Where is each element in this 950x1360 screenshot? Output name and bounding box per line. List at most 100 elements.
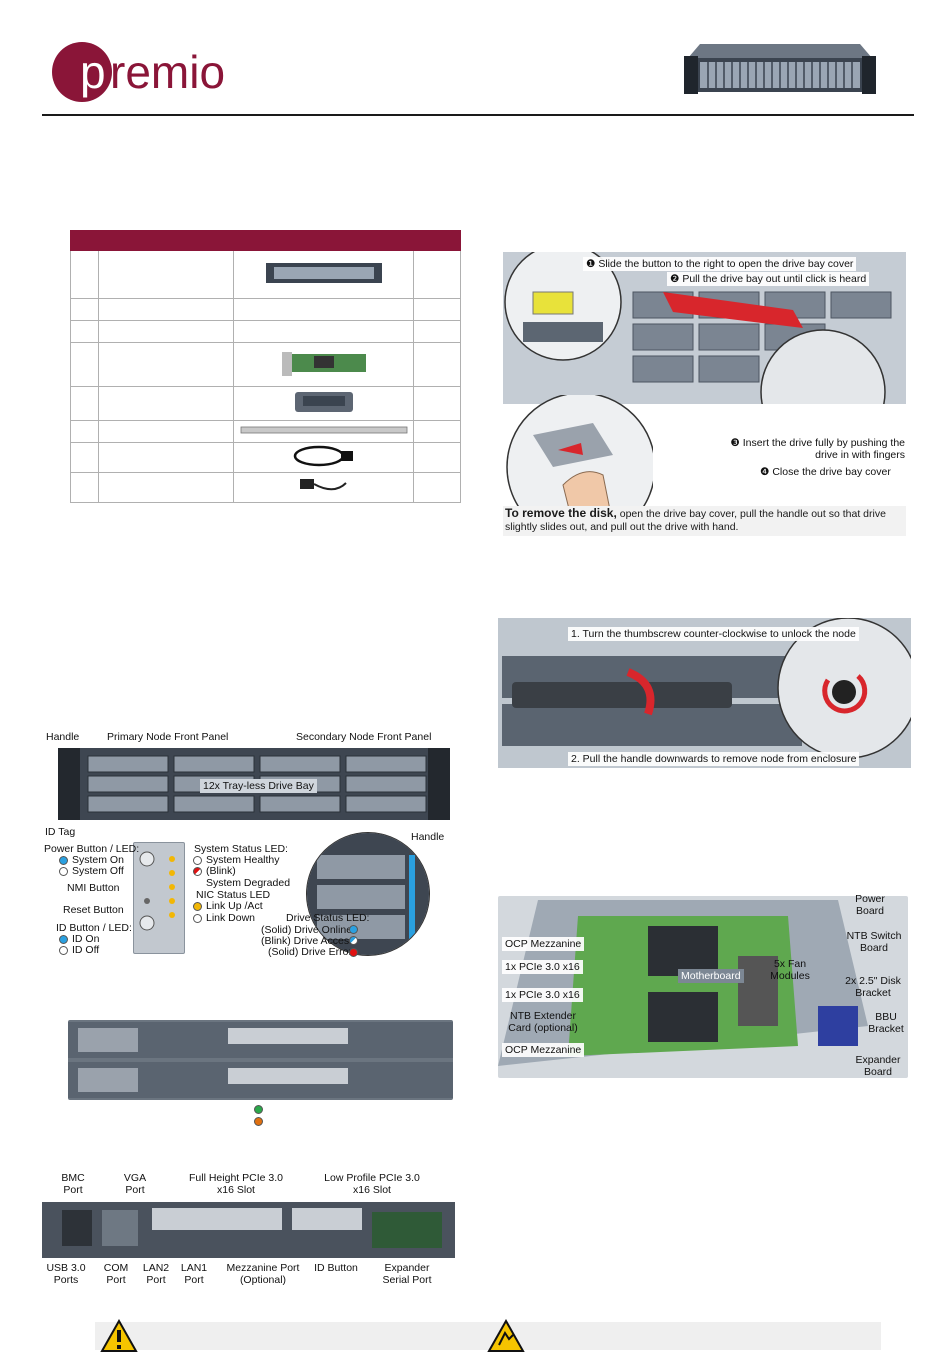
handle-right-label: Handle [411,831,445,843]
node-removal-illustration [498,617,919,768]
lan2-port-label: LAN2 Port [142,1262,170,1286]
pcie-slot-2-label: 1x PCIe 3.0 x16 [502,988,583,1002]
id-on-label: ID On [72,933,100,945]
blink-label: (Blink) [206,865,236,877]
table-header-cell [97,230,235,251]
svg-text:p: p [80,46,106,98]
full-height-slot-label: Full Height PCIe 3.0 x16 Slot [189,1172,283,1196]
package-contents-table [70,230,461,503]
link-down-label: Link Down [206,912,256,924]
warning-icon [100,1319,138,1352]
drive-step4-text: Close the drive bay cover [772,466,891,478]
table-row [70,342,461,387]
table-row [70,386,461,421]
power-board-label: Power Board [855,893,885,917]
system-on-label: System On [72,854,124,866]
table-row [70,442,461,473]
drive-removal-text: open the drive bay cover, pull the handl… [505,508,886,533]
power-cord-thumbnail [293,445,353,467]
table-row [70,298,461,321]
internal-layout-drawing [498,900,868,1066]
disk-bracket-label: 2x 2.5" Disk Bracket [845,975,901,999]
serial-cable-thumbnail [299,479,347,491]
drive-step4-caption: ❹ Close the drive bay cover [760,466,891,478]
ocp-mezzanine-2-label: OCP Mezzanine [502,1043,585,1057]
lan1-port-label: LAN1 Port [180,1262,208,1286]
node-step1-caption: 1. Turn the thumbscrew counter-clockwise… [568,627,859,641]
drive-error-led [349,948,358,957]
system-degraded-label: System Degraded [206,877,291,889]
mezzanine-port-label: Mezzanine Port (Optional) [226,1262,300,1286]
id-off-led [59,946,68,955]
id-on-led [59,935,68,944]
server-thumbnail [265,263,382,283]
rear-panel-drawing [42,1202,455,1258]
rail-thumbnail [240,426,408,434]
drive-status-zoom [306,832,430,956]
module-thumbnail [294,392,353,412]
handle-left-label: Handle [46,731,80,743]
drive-step3-caption: ❸ Insert the drive fully by pushing the … [730,437,905,461]
vga-port-label: VGA Port [123,1172,147,1196]
pcie-slot-1-label: 1x PCIe 3.0 x16 [502,960,583,974]
rear-chassis-drawing [68,1022,453,1098]
table-header-cell [70,230,99,251]
rear-green-led [254,1105,263,1114]
bmc-port-label: BMC Port [61,1172,85,1196]
system-off-label: System Off [72,865,124,877]
table-header-cell [413,230,461,251]
expander-port-label: Expander Serial Port [382,1262,432,1286]
id-off-label: ID Off [72,944,100,956]
drive-step1-caption: ❶ Slide the button to the right to open … [583,257,857,271]
table-row [70,250,461,299]
fan-modules-label: 5x Fan Modules [770,958,810,982]
node-removal-drawing [498,617,919,768]
drive-zoom-drawing [307,833,429,955]
header-rule [42,114,914,116]
drive-removal-note: To remove the disk, open the drive bay c… [503,506,906,536]
low-profile-slot-label: Low Profile PCIe 3.0 x16 Slot [324,1172,420,1196]
ntb-extender-label: NTB Extender Card (optional) [508,1010,578,1034]
drive-online-led [349,925,358,934]
drive-step2-text: Pull the drive bay out until click is he… [682,273,867,285]
table-header-cell [233,230,415,251]
drive-online-label: (Solid) Drive Online [261,924,353,936]
id-tag-label: ID Tag [45,826,76,838]
com-port-label: COM Port [103,1262,129,1286]
ocp-mezzanine-1-label: OCP Mezzanine [502,937,585,951]
table-row [70,320,461,343]
link-up-led [193,902,202,911]
drive-step1-text: Slide the button to the right to open th… [598,258,854,270]
premio-logo: p remio [52,42,225,102]
system-healthy-label: System Healthy [206,854,280,866]
system-on-led [59,856,68,865]
rear-panel-illustration [42,1202,455,1258]
table-row [70,472,461,503]
id-button-rear-label: ID Button [314,1262,358,1274]
drive-status-label: Drive Status LED: [286,912,370,924]
control-panel-strip [133,842,185,954]
motherboard-label: Motherboard [678,969,744,983]
reset-button-label: Reset Button [63,904,124,916]
link-up-label: Link Up /Act [206,900,263,912]
pcie-card-thumbnail [281,352,366,376]
system-degraded-led [193,867,202,876]
table-header-row [70,230,461,251]
system-off-led [59,867,68,876]
svg-text:remio: remio [110,46,225,98]
nic-status-label: NIC Status LED [196,889,271,901]
control-panel-drawing [139,851,175,931]
nmi-button-label: NMI Button [67,882,120,894]
ntb-switch-label: NTB Switch Board [846,930,902,954]
link-down-led [193,914,202,923]
rear-orange-led [254,1117,263,1126]
drive-step3-text: Insert the drive fully by pushing the dr… [742,437,905,461]
caution-bar [95,1322,881,1350]
id-button-label: ID Button / LED: [56,922,132,934]
table-row [70,420,461,443]
drive-error-label: (Solid) Drive Error [268,946,353,958]
drive-removal-bold: To remove the disk, [505,506,617,520]
drive-bay-label: 12x Tray-less Drive Bay [200,779,317,793]
server-chassis-image [684,44,876,94]
expander-board-label: Expander Board [855,1054,901,1078]
